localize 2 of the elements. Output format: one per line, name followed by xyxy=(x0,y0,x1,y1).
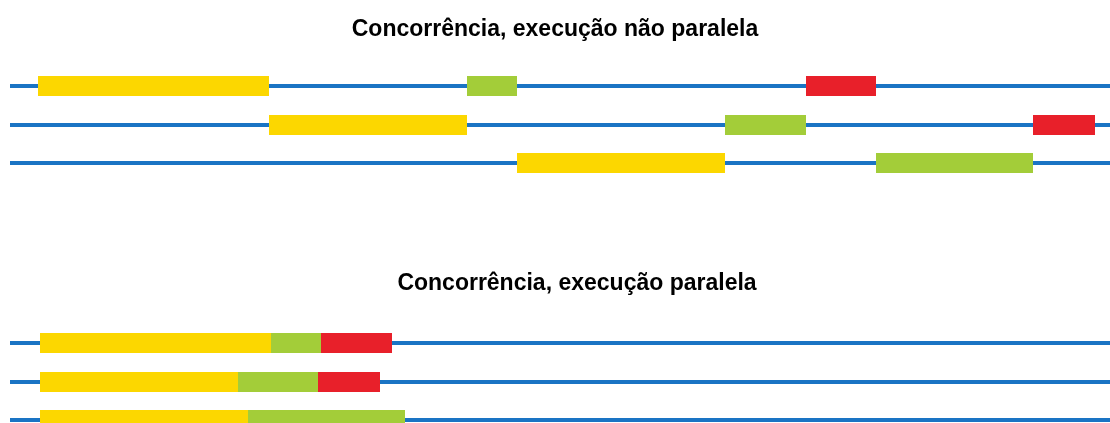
section-title: Concorrência, execução não paralela xyxy=(351,14,759,43)
section-title: Concorrência, execução paralela xyxy=(397,268,757,297)
